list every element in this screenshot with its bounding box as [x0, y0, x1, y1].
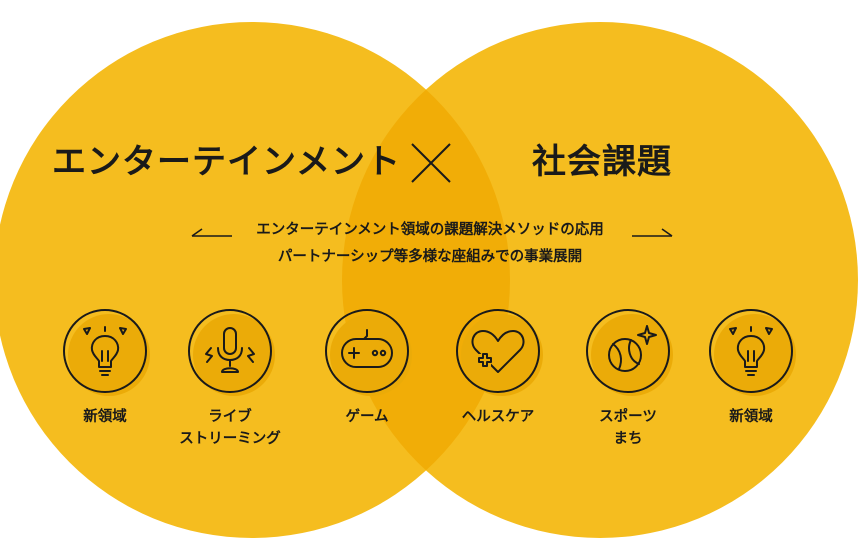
category-label: 新領域	[729, 409, 773, 425]
category-label: ゲーム	[345, 409, 389, 425]
lightbulb-icon	[709, 309, 796, 396]
category-label: スポーツ まち	[599, 409, 657, 447]
category-new-domain-1: 新領域	[40, 306, 170, 428]
arrow-right-icon	[632, 228, 673, 237]
overlap-region	[342, 22, 510, 538]
cross-icon	[411, 143, 451, 183]
category-game: ゲーム	[302, 306, 432, 428]
category-healthcare: ヘルスケア	[433, 306, 563, 428]
subtitle-line-2: パートナーシップ等多様な座組みでの事業展開	[277, 249, 583, 265]
category-label: ヘルスケア	[461, 409, 535, 425]
heading-entertainment: エンターテインメント	[52, 142, 401, 182]
category-live-streaming: ライブ ストリーミング	[165, 306, 295, 450]
category-new-domain-2: 新領域	[686, 306, 816, 428]
arrow-left-icon	[191, 228, 232, 237]
heart-plus-icon	[456, 309, 543, 396]
subtitle-line-1: エンターテインメント領域の課題解決メソッドの応用	[256, 222, 604, 238]
category-sports-town: スポーツ まち	[563, 306, 693, 450]
heading-social-issues: 社会課題	[532, 142, 672, 182]
gamepad-icon	[325, 309, 412, 396]
category-label: ライブ ストリーミング	[179, 409, 281, 447]
lightbulb-icon	[63, 309, 150, 396]
ball-sparkle-icon	[586, 309, 673, 396]
category-label: 新領域	[83, 409, 127, 425]
microphone-icon	[188, 309, 275, 396]
